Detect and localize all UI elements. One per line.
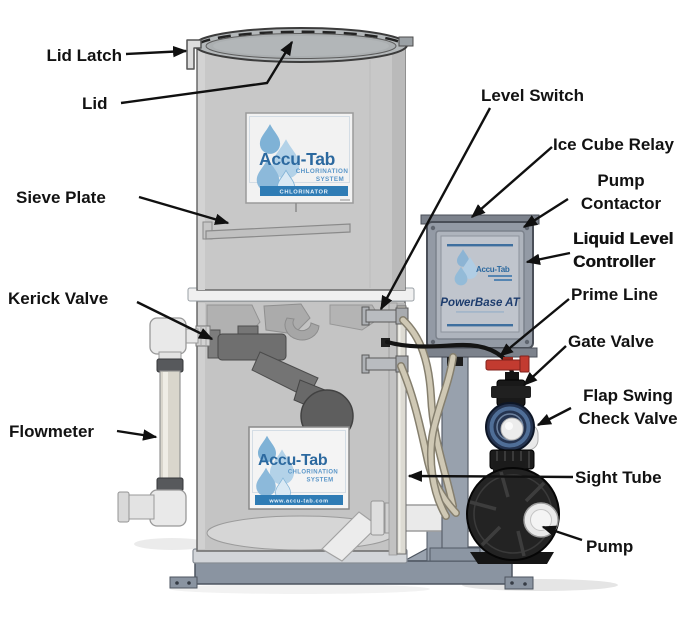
flowmeter-bottom-coupler	[156, 477, 184, 492]
arrow-lid-latch	[125, 45, 188, 58]
controller-model: PowerBase AT	[440, 297, 520, 309]
lower-logo-banner: www.accu-tab.com	[268, 499, 328, 505]
label-pump: Pump	[586, 537, 634, 556]
lower-logo-system: SYSTEM	[306, 478, 333, 484]
tank-upper-section: Accu-Tab CHLORINATION SYSTEM CHLORINATOR	[196, 43, 406, 291]
label-pump-contactor: Pump Contactor	[580, 171, 662, 214]
callout-arrows	[116, 40, 583, 542]
label-ice-cube-relay: Ice Cube Relay	[553, 135, 674, 154]
label-flowmeter: Flowmeter	[9, 422, 95, 441]
upper-logo-brand: Accu-Tab	[259, 149, 335, 169]
lower-logo-chlorination: CHLORINATION	[288, 470, 338, 476]
lid	[186, 27, 414, 70]
arrow-kerick-valve	[136, 300, 214, 341]
skid-foot-left	[169, 576, 198, 589]
label-liquid-level-controller: Liquid Level Controller	[573, 229, 674, 272]
arrow-prime-line	[498, 298, 570, 357]
arrow-liquid-level-controller	[525, 251, 571, 265]
sight-tube-assembly	[361, 302, 409, 556]
flowmeter-assembly	[117, 317, 211, 527]
skid-foot-right	[504, 576, 534, 590]
arrow-gate-valve	[522, 345, 567, 386]
upper-logo: Accu-Tab CHLORINATION SYSTEM CHLORINATOR	[245, 112, 354, 204]
label-level-switch: Level Switch	[481, 86, 584, 105]
upper-logo-banner: CHLORINATOR	[280, 190, 329, 196]
label-kerick-valve: Kerick Valve	[8, 289, 109, 308]
label-gate-valve: Gate Valve	[568, 332, 655, 351]
flowmeter-top-coupler	[156, 358, 184, 373]
arrow-sieve-plate	[138, 195, 230, 225]
lower-logo-brand: Accu-Tab	[258, 452, 328, 469]
lower-logo: Accu-Tab CHLORINATION SYSTEM www.accu-ta…	[248, 426, 350, 510]
label-sieve-plate: Sieve Plate	[16, 188, 106, 207]
arrow-ice-cube-relay	[470, 146, 553, 218]
label-lid: Lid	[82, 94, 108, 113]
arrow-flowmeter	[116, 429, 158, 441]
upper-logo-chlorination: CHLORINATION	[296, 168, 349, 175]
sight-tube	[396, 305, 407, 555]
label-flap-swing-check-valve: Flap Swing Check Valve	[578, 386, 678, 429]
lid-latch	[186, 39, 202, 70]
controller-brand: Accu-Tab	[476, 265, 510, 274]
sieve-plate	[202, 221, 351, 240]
arrow-pump	[541, 525, 583, 542]
label-prime-line: Prime Line	[571, 285, 658, 304]
arrow-sight-tube	[407, 470, 574, 482]
arrow-lid	[120, 40, 294, 105]
lid-hinge	[398, 36, 414, 47]
upper-logo-system: SYSTEM	[316, 176, 344, 183]
arrow-flap-swing-check-valve	[536, 406, 572, 427]
label-sight-tube: Sight Tube	[575, 468, 662, 487]
arrow-pump-contactor	[522, 197, 569, 229]
label-lid-latch: Lid Latch	[46, 46, 122, 65]
arrow-level-switch	[379, 107, 492, 311]
liquid-level-controller-box: Accu-Tab PowerBase AT	[420, 214, 540, 366]
